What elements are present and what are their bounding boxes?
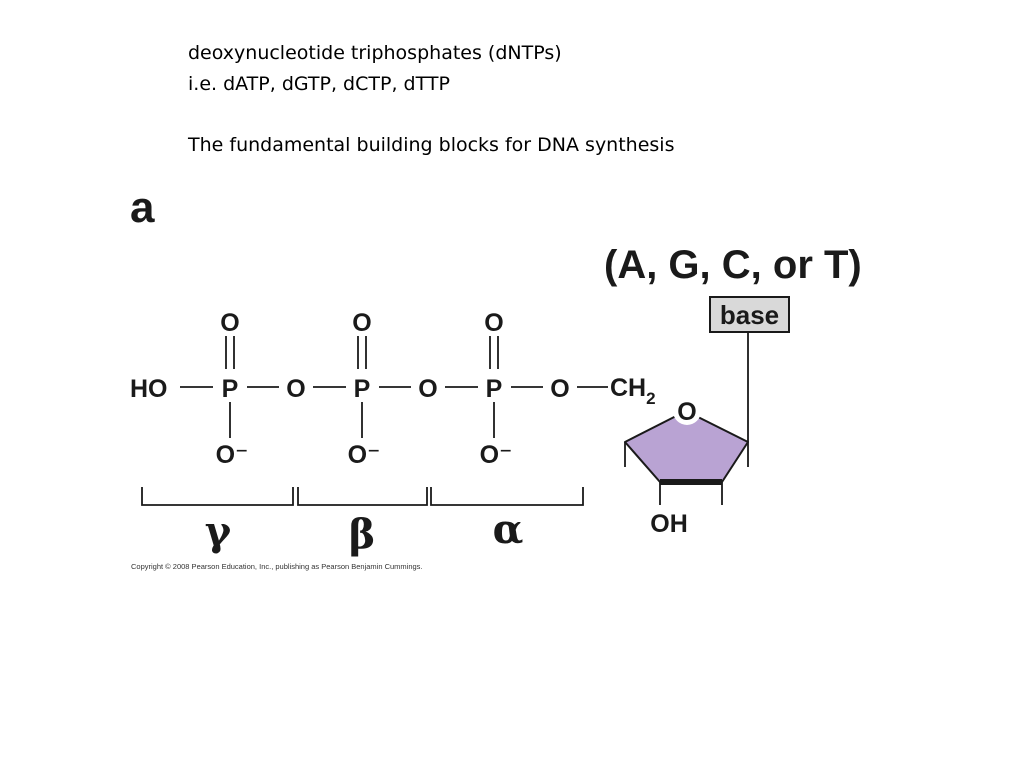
alpha-phosphorus: P (486, 375, 503, 403)
alpha-oxide-oxygen: O⁻ (480, 441, 513, 469)
alpha-label: α (493, 506, 524, 553)
methylene-label: CH (610, 374, 646, 402)
bridge-oxygen-beta-alpha: O (418, 375, 437, 403)
base-label: base (720, 300, 779, 330)
caption-line-building-blocks: The fundamental building blocks for DNA … (188, 134, 675, 156)
beta-bracket (297, 487, 428, 506)
methylene-subscript: 2 (646, 389, 655, 408)
methylene-group: CH2 (610, 374, 656, 408)
ring-oxygen: O (677, 398, 696, 426)
base-options-label: (A, G, C, or T) (604, 243, 862, 287)
bridge-oxygen-gamma-beta: O (286, 375, 305, 403)
beta-label: β (349, 511, 376, 558)
gamma-bracket (141, 487, 294, 506)
ring-oxygen-background (673, 397, 701, 425)
beta-phosphorus: P (354, 375, 371, 403)
gamma-label: γ (205, 508, 232, 555)
alpha-oxo-oxygen: O (484, 309, 503, 337)
copyright-notice: Copyright © 2008 Pearson Education, Inc.… (131, 562, 423, 571)
beta-oxo-oxygen: O (352, 309, 371, 337)
caption-line-examples: i.e. dATP, dGTP, dCTP, dTTP (188, 73, 450, 95)
beta-oxide-oxygen: O⁻ (348, 441, 381, 469)
panel-label: a (130, 183, 155, 232)
ester-oxygen: O (550, 375, 569, 403)
base-box (709, 296, 790, 333)
alpha-bracket (430, 487, 584, 506)
hydroxyl-3prime: OH (650, 510, 688, 538)
gamma-oxo-oxygen: O (220, 309, 239, 337)
caption-line-dntps: deoxynucleotide triphosphates (dNTPs) (188, 42, 562, 64)
gamma-phosphorus: P (222, 375, 239, 403)
hydroxyl-label: HO (130, 375, 168, 403)
gamma-oxide-oxygen: O⁻ (216, 441, 249, 469)
